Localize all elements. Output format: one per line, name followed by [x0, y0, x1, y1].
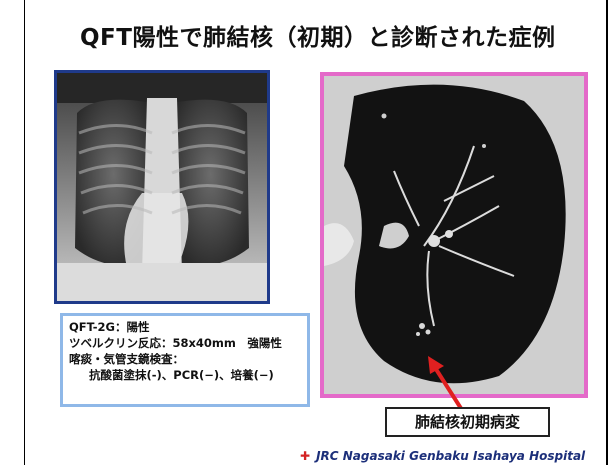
slide-title: QFT陽性で肺結核（初期）と診断された症例: [80, 25, 556, 51]
red-cross-icon: ✚: [300, 449, 311, 463]
hospital-name: JRC Nagasaki Genbaku Isahaya Hospital: [316, 449, 586, 463]
ct-scan-graphic: [324, 76, 584, 394]
qft-result: QFT-2G：陽性: [69, 320, 150, 334]
frame-left-line: [24, 0, 25, 465]
frame-right-line: [606, 0, 608, 465]
hospital-footer: ✚ JRC Nagasaki Genbaku Isahaya Hospital: [300, 449, 585, 463]
ct-scan-image: [320, 72, 588, 398]
arrow-shaft: [432, 364, 464, 412]
tuberculin-result: ツベルクリン反応：58x40mm 強陽性: [69, 336, 282, 350]
chest-xray-graphic: [57, 73, 267, 301]
test-results-box: QFT-2G：陽性 ツベルクリン反応：58x40mm 強陽性 喀痰・気管支鏡検査…: [60, 313, 310, 407]
lesion-label: 肺結核初期病変: [385, 407, 550, 437]
chest-xray-image: [54, 70, 270, 304]
afb-pcr-culture-result: 抗酸菌塗抹(-)、PCR(−)、培養(−): [89, 368, 274, 382]
sputum-bronchoscopy-label: 喀痰・気管支鏡検査：: [69, 352, 184, 366]
arrow-head: [428, 356, 444, 374]
